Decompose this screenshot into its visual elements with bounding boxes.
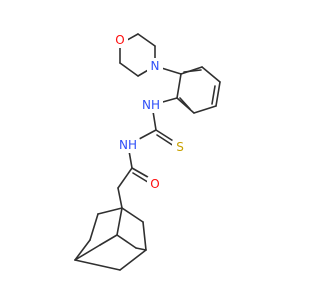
bond xyxy=(74,259,121,271)
morpholine-n-bg xyxy=(147,58,163,74)
bond xyxy=(179,97,191,110)
bond xyxy=(117,187,123,209)
thiourea-nh-aryl-bg xyxy=(139,97,163,113)
bond xyxy=(201,66,221,83)
bond xyxy=(74,239,91,261)
bond xyxy=(119,62,139,77)
bond xyxy=(193,105,217,114)
bond xyxy=(117,167,133,189)
bond xyxy=(142,221,147,251)
bond xyxy=(176,73,182,99)
bond xyxy=(211,85,216,105)
bond xyxy=(99,234,118,246)
bond xyxy=(97,207,123,215)
thiocarbonyl-s-bg xyxy=(172,139,188,155)
bond xyxy=(137,33,156,47)
morpholine-o-bg xyxy=(112,32,128,48)
bond xyxy=(89,213,99,241)
thiourea-nh-acyl-bg xyxy=(116,137,140,153)
carbonyl-o-bg xyxy=(147,176,163,192)
bond xyxy=(176,97,195,114)
thiourea-nh-aryl-label: NH xyxy=(142,98,160,112)
morpholine-n-label: N xyxy=(151,59,160,73)
bond xyxy=(215,81,221,107)
molecule-diagram: O N NH NH S O xyxy=(74,32,221,271)
thiocarbonyl-s-label: S xyxy=(176,140,184,154)
bond xyxy=(116,234,137,249)
structure-svg: O N NH NH S O xyxy=(74,32,221,271)
bond xyxy=(135,247,147,251)
morpholine-o-label: O xyxy=(115,33,124,47)
bond xyxy=(183,69,202,73)
atom-labels: O N NH NH S O xyxy=(112,32,188,192)
thiourea-nh-acyl-label: NH xyxy=(119,138,137,152)
bond xyxy=(119,249,147,271)
carbonyl-o-label: O xyxy=(150,177,159,191)
bond xyxy=(116,207,123,236)
bond xyxy=(74,244,101,261)
bond xyxy=(121,207,144,223)
